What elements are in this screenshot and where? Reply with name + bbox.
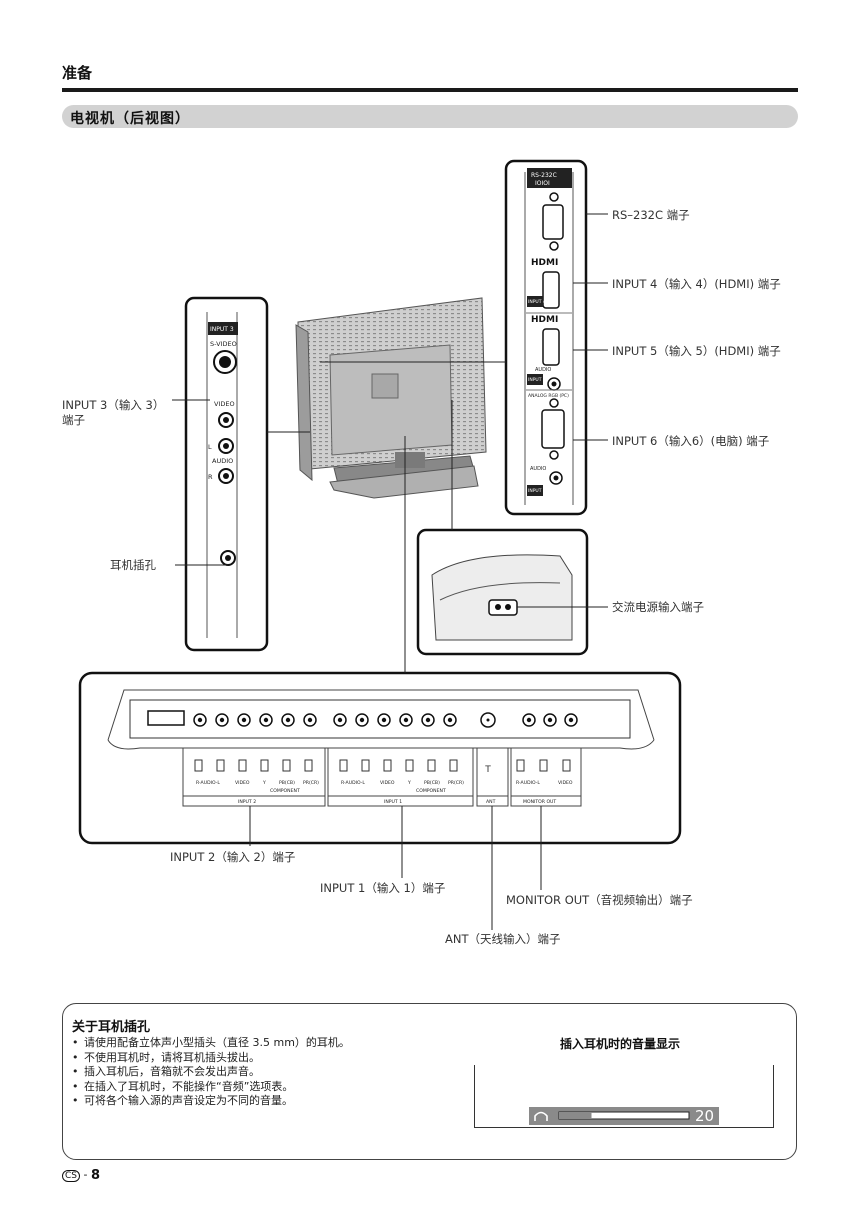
header-rule bbox=[62, 88, 798, 92]
input2-tag: INPUT 2 bbox=[238, 799, 256, 805]
label-headphone: 耳机插孔 bbox=[110, 558, 156, 572]
volume-level-fill bbox=[559, 1112, 592, 1119]
input3-tag: INPUT 3 bbox=[210, 326, 234, 333]
video-label-side: VIDEO bbox=[214, 400, 235, 408]
svideo-label: S-VIDEO bbox=[210, 340, 237, 348]
bottom-panel-illustration: T R-AUDIO-L VIDEO Y PB(CB) PR(CR) COMPON… bbox=[78, 671, 682, 845]
input6-tag: INPUT 6 bbox=[528, 488, 546, 494]
lang-badge: CS bbox=[62, 1170, 80, 1182]
tv-body-illustration bbox=[295, 297, 487, 499]
input1-component: COMPONENT bbox=[416, 788, 446, 794]
input1-col-y: Y bbox=[407, 780, 411, 786]
ant-tag: ANT bbox=[486, 799, 496, 805]
note-title: 关于耳机插孔 bbox=[72, 1020, 151, 1035]
monitor-out-tag: MONITOR OUT bbox=[523, 799, 556, 805]
audio-label-r2: AUDIO bbox=[530, 466, 546, 472]
label-input2: INPUT 2（输入 2）端子 bbox=[170, 850, 296, 864]
svg-text:T: T bbox=[484, 765, 491, 775]
volume-display-title: 插入耳机时的音量显示 bbox=[560, 1037, 681, 1051]
page-dash: - bbox=[83, 1168, 88, 1181]
monitor-col-audio: R-AUDIO-L bbox=[516, 780, 540, 786]
input2-component: COMPONENT bbox=[270, 788, 300, 794]
rs232c-sub: IOIOI bbox=[535, 180, 550, 187]
audio-label-side: AUDIO bbox=[212, 457, 233, 465]
list-item: 不使用耳机时，请将耳机插头拔出。 bbox=[72, 1051, 350, 1066]
list-item: 请使用配备立体声小型插头（直径 3.5 mm）的耳机。 bbox=[72, 1036, 350, 1051]
input2-col-pb: PB(CB) bbox=[279, 780, 295, 786]
monitor-col-video: VIDEO bbox=[558, 780, 573, 786]
input4-tag: INPUT 4 bbox=[528, 299, 546, 305]
hdmi-logo-2: HDMI bbox=[531, 315, 558, 325]
input1-col-pr: PR(CR) bbox=[448, 780, 464, 786]
label-rs232c: RS–232C 端子 bbox=[612, 208, 690, 222]
input2-col-y: Y bbox=[262, 780, 266, 786]
headphone-note-box bbox=[62, 1003, 797, 1160]
label-input3-suffix: 端子 bbox=[62, 413, 85, 427]
audio-label-r1: AUDIO bbox=[535, 367, 551, 373]
volume-bar bbox=[529, 1107, 719, 1125]
input1-tag: INPUT 1 bbox=[384, 799, 402, 805]
input1-col-pb: PB(CB) bbox=[424, 780, 440, 786]
language-mark: CS - bbox=[62, 1168, 87, 1182]
list-item: 可将各个输入源的声音设定为不同的音量。 bbox=[72, 1094, 350, 1109]
rs232c-tag: RS-232C bbox=[531, 172, 557, 179]
analog-rgb-label: ANALOG RGB (PC) bbox=[528, 393, 569, 399]
section-title: 准备 bbox=[62, 64, 93, 82]
note-list: 请使用配备立体声小型插头（直径 3.5 mm）的耳机。 不使用耳机时，请将耳机插… bbox=[72, 1036, 350, 1109]
input2-col-video: VIDEO bbox=[235, 780, 250, 786]
label-input1: INPUT 1（输入 1）端子 bbox=[320, 881, 446, 895]
leader-lines bbox=[172, 213, 608, 930]
list-item: 插入耳机后，音箱就不会发出声音。 bbox=[72, 1065, 350, 1080]
label-ac-power: 交流电源输入端子 bbox=[612, 600, 704, 614]
subsection-title: 电视机（后视图） bbox=[70, 111, 190, 127]
page-number: 8 bbox=[91, 1168, 101, 1183]
audio-r-label: R bbox=[208, 473, 213, 481]
input2-col-pr: PR(CR) bbox=[303, 780, 319, 786]
label-monitor-out: MONITOR OUT（音视频输出）端子 bbox=[506, 893, 693, 907]
input5-tag: INPUT 5 bbox=[528, 377, 546, 383]
hdmi-logo-1: HDMI bbox=[531, 258, 558, 268]
right-panel-illustration: RS-232C IOIOI HDMI INPUT 4 HDMI AUDIO IN… bbox=[504, 159, 588, 516]
tv-rear-diagram: INPUT 3 S-VIDEO VIDEO L AUDIO R RS-232C … bbox=[78, 159, 682, 930]
volume-display-frame bbox=[474, 1065, 774, 1128]
label-input5: INPUT 5（输入 5）(HDMI) 端子 bbox=[612, 344, 781, 358]
volume-value: 20 bbox=[695, 1107, 715, 1125]
label-input3: INPUT 3（输入 3） bbox=[62, 398, 165, 412]
ac-power-inset bbox=[416, 528, 589, 656]
label-input4: INPUT 4（输入 4）(HDMI) 端子 bbox=[612, 277, 781, 291]
side-panel-illustration: INPUT 3 S-VIDEO VIDEO L AUDIO R bbox=[184, 296, 269, 652]
input2-col-audio: R-AUDIO-L bbox=[196, 780, 220, 786]
list-item: 在插入了耳机时，不能操作“音频”选项表。 bbox=[72, 1080, 350, 1095]
label-ant: ANT（天线输入）端子 bbox=[445, 932, 561, 946]
input1-col-video: VIDEO bbox=[380, 780, 395, 786]
audio-l-label: L bbox=[208, 443, 212, 451]
volume-bar-graphic bbox=[534, 1111, 690, 1121]
label-input6: INPUT 6（输入6）(电脑) 端子 bbox=[612, 434, 770, 448]
headphone-icon bbox=[534, 1111, 548, 1121]
subsection-bar bbox=[62, 105, 798, 128]
input1-col-audio: R-AUDIO-L bbox=[341, 780, 365, 786]
